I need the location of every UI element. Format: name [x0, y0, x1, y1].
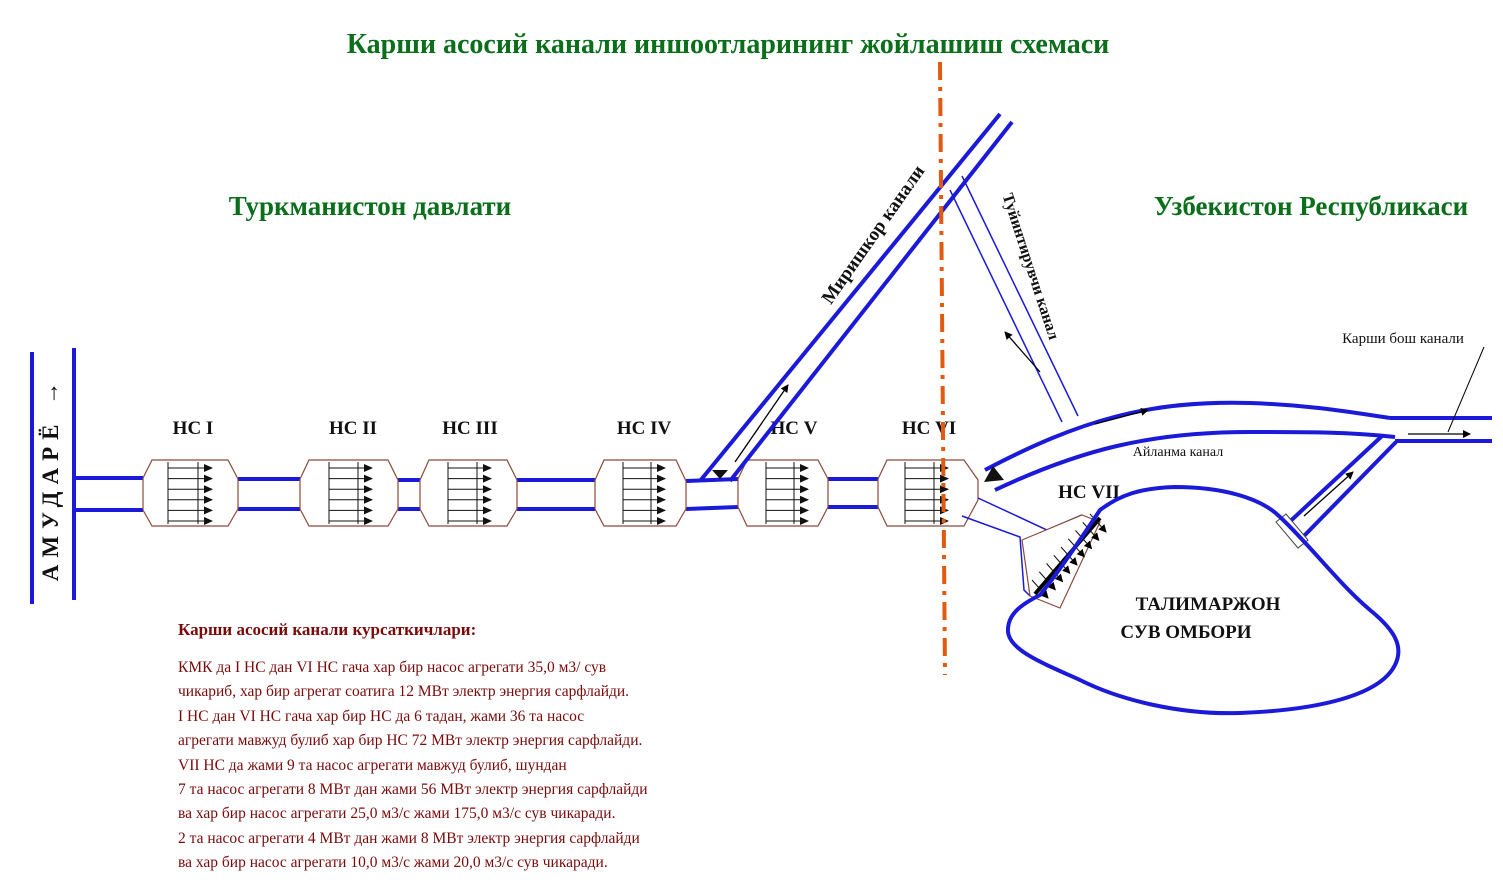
indicator-line-4: агрегати мавжуд булиб хар бир НС 72 МВт …: [178, 732, 643, 750]
pump-arrow-icon: [1082, 521, 1100, 541]
pump-arrow-icon: [204, 485, 213, 494]
station-label-1: НС I: [173, 418, 214, 439]
region-turkmenistan: Туркманистон давлати: [229, 191, 511, 221]
mirishkor-flow-arrow: [734, 384, 789, 463]
pump-arrow-icon: [657, 517, 666, 525]
pump-arrow-icon: [364, 495, 373, 504]
station-pump-arrows: [167, 462, 949, 525]
station-label-6: НС VI: [902, 418, 956, 439]
station-body-1: [142, 459, 239, 527]
pump-arrow-icon: [483, 485, 492, 494]
pump-arrow-icon: [1089, 513, 1107, 533]
indicators-panel: Карши асосий канали курсаткичлари: КМК д…: [178, 620, 758, 876]
pump-arrow-icon: [204, 517, 213, 525]
indicator-line-2: чикариб, хар бир агрегат соатига 12 МВт …: [178, 683, 630, 701]
reservoir-label-line2: СУВ ОМБОРИ: [1120, 622, 1251, 643]
pump-arrow-icon: [483, 517, 492, 525]
aylanma-gate-icon: [984, 466, 1004, 482]
pump-arrow-icon: [483, 506, 492, 515]
station-body-5: [737, 459, 829, 527]
pump-arrow-icon: [204, 506, 213, 515]
karshi-bosh-canal: [1390, 416, 1492, 443]
karshi-bosh-leader: [1447, 346, 1485, 433]
indicator-line-3: I НС дан VI НС гача хар бир НС да 6 тада…: [178, 707, 585, 725]
page-title: Карши асосий канали иншоотларининг жойла…: [347, 29, 1110, 60]
aylanma-flow-arrow: [1094, 407, 1149, 425]
pump-arrow-icon: [800, 506, 809, 515]
station-body-6: [877, 459, 979, 527]
pump-arrow-icon: [483, 464, 492, 472]
indicator-line-8: 2 та насос агрегати 4 МВт дан жами 8 МВт…: [178, 829, 640, 847]
pump-arrow-icon: [657, 474, 666, 483]
station-label-3: НС III: [442, 418, 497, 439]
mirishkor-canal: [698, 112, 1014, 483]
station-label-7: НС VII: [1058, 482, 1120, 503]
pump-arrow-icon: [657, 506, 666, 515]
tuyintiruvchi-flow-arrow: [1004, 331, 1041, 373]
indicator-line-5: VII НС да жами 9 та насос агрегати мавжу…: [178, 756, 567, 774]
state-border-line: [938, 61, 947, 676]
aylanma-label: Айланма канал: [1133, 445, 1223, 460]
indicator-line-6: 7 та насос агрегати 8 МВт дан жами 56 МВ…: [178, 781, 648, 799]
station-label-4: НС IV: [617, 418, 672, 439]
indicator-line-7: ва хар бир насос агрегати 25,0 м3/с жами…: [178, 805, 616, 823]
pump-arrow-icon: [800, 464, 809, 472]
reservoir-outlet-canal: [1282, 434, 1398, 542]
pump-stations: [142, 459, 979, 527]
tuyintiruvchi-label: Туйинтирувчи канал: [999, 191, 1062, 342]
tuyintiruvchi-canal: [949, 175, 1079, 423]
mirishkor-label: Миришкор канали: [818, 161, 929, 308]
pump-arrow-icon: [1075, 530, 1093, 550]
indicator-line-9: ва хар бир насос агрегати 10,0 м3/с жами…: [178, 854, 608, 872]
pump-arrow-icon: [364, 517, 373, 525]
pump-arrow-icon: [940, 485, 949, 494]
station-body-2: [299, 459, 399, 527]
pump-arrow-icon: [483, 474, 492, 483]
karshi-bosh-label: Карши бош канали: [1342, 331, 1464, 347]
pump-arrow-icon: [800, 495, 809, 504]
pump-arrow-icon: [364, 506, 373, 515]
pump-arrow-icon: [204, 464, 213, 472]
region-uzbekistan: Узбекистон Республикаси: [1154, 191, 1468, 221]
pump-arrow-icon: [364, 485, 373, 494]
river-label: АМУДАРЁ →: [38, 375, 63, 581]
pump-arrow-icon: [800, 517, 809, 525]
indicator-line-1: КМК да I НС дан VI НС гача хар бир насос…: [178, 659, 607, 676]
station-label-5: НС V: [771, 418, 818, 439]
pump-arrow-icon: [364, 474, 373, 483]
indicators-heading: Карши асосий канали курсаткичлари:: [178, 620, 477, 639]
pump-arrow-icon: [657, 485, 666, 494]
talimarjon-reservoir: [1005, 484, 1401, 716]
pump-arrow-icon: [657, 464, 666, 472]
station-body-4: [594, 459, 687, 527]
mirishkor-gate-icon: [712, 470, 728, 479]
pump-arrow-icon: [800, 474, 809, 483]
station-label-2: НС II: [329, 418, 377, 439]
pump-arrow-icon: [940, 474, 949, 483]
pump-arrow-icon: [657, 495, 666, 504]
pump-arrow-icon: [204, 474, 213, 483]
aylanma-canal: [984, 400, 1396, 492]
station-body-3: [419, 459, 518, 527]
outlet-flow-arrow: [1303, 471, 1354, 517]
pump-arrow-icon: [1031, 579, 1049, 599]
pump-arrow-icon: [204, 495, 213, 504]
pump-arrow-icon: [364, 464, 373, 472]
pump-arrow-icon: [800, 485, 809, 494]
pump-arrow-icon: [1038, 571, 1056, 591]
reservoir-label-line1: ТАЛИМАРЖОН: [1136, 594, 1281, 615]
pump-arrow-icon: [483, 495, 492, 504]
